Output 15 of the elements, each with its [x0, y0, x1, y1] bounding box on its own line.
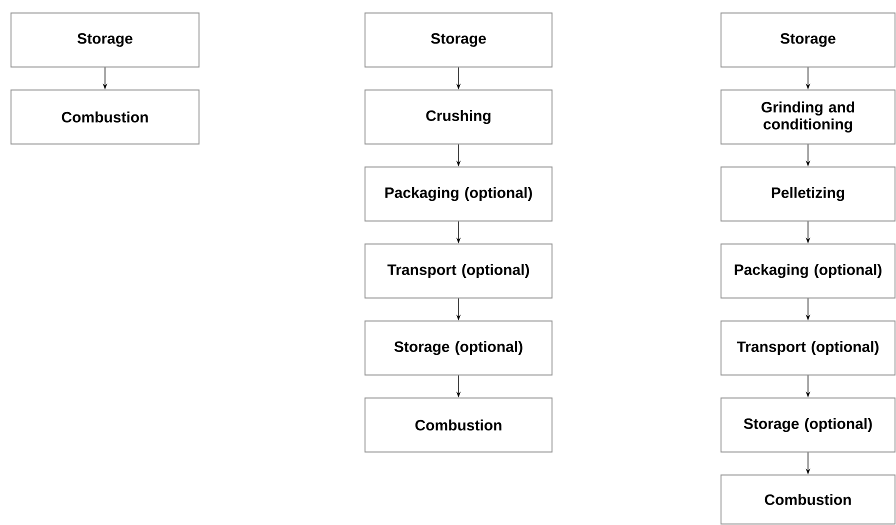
process-box: Transport (optional) [720, 320, 896, 376]
process-box: Packaging (optional) [720, 244, 896, 298]
process-box: Packaging (optional) [364, 166, 552, 222]
process-box: Combustion [364, 398, 552, 452]
process-box: Pelletizing [720, 166, 896, 222]
process-box: Crushing [364, 90, 552, 144]
process-box: Storage [364, 12, 552, 68]
process-box: Storage (optional) [364, 320, 552, 376]
process-box: Transport (optional) [364, 244, 552, 298]
process-box: Storage [10, 12, 200, 68]
process-box: Storage [720, 12, 896, 68]
process-box: Combustion [720, 474, 896, 524]
process-box: Combustion [10, 90, 200, 144]
process-box: Grinding and conditioning [720, 90, 896, 144]
process-box: Storage (optional) [720, 398, 896, 452]
